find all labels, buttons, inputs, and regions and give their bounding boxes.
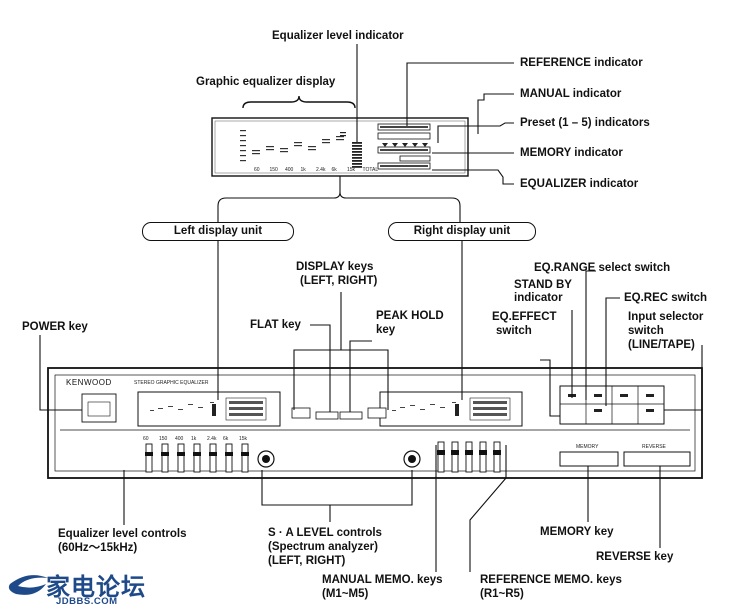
manual-memo-label: MANUAL MEMO. keys [322,574,443,586]
eq-slider[interactable] [161,443,169,473]
memo-key[interactable] [465,441,473,473]
memo-key[interactable] [479,441,487,473]
display-freq-label: 15k [347,167,356,173]
stand-by-sub: indicator [514,292,563,304]
equalizer-front-panel: KENWOOD STEREO GRAPHIC EQUALIZER [47,367,703,479]
eq-slider[interactable] [193,443,201,473]
memory-indicator-label: MEMORY indicator [520,147,623,159]
display-freq-label: 150 [270,167,279,173]
reverse-key-text: REVERSE [642,444,667,450]
equalizer-level-sliders[interactable]: 60 150 400 1k 2.4k 6k 15k [143,436,249,473]
eq-range-switch-label: EQ.RANGE select switch [534,262,671,274]
power-button[interactable] [81,393,117,423]
peak-hold-sub: key [376,324,396,336]
eq-freq-label: 15k [239,436,248,442]
model-text: STEREO GRAPHIC EQUALIZER [134,380,209,386]
sa-level-sub2: (LEFT, RIGHT) [268,555,346,567]
top-leader-lines [356,44,514,185]
manual-memo-sub: (M1~M5) [322,588,369,600]
eq-freq-label: 150 [159,436,168,442]
display-keys-sub: (LEFT, RIGHT) [300,275,378,287]
memo-key[interactable] [437,441,445,473]
input-selector-sub2: (LINE/TAPE) [628,339,695,351]
jdbbs-logo-swirl [8,575,48,595]
watermark-chinese: 家电论坛 [46,573,146,601]
panel-leader-lines [39,240,703,572]
preset-indicators-label: Preset (1 – 5) indicators [520,117,650,129]
eq-freq-label: 60 [143,436,149,442]
eq-freq-label: 2.4k [207,436,217,442]
display-brace [242,95,356,109]
center-key-row[interactable] [291,407,387,420]
peak-hold-label: PEAK HOLD [376,310,444,322]
eq-level-controls-label: Equalizer level controls [58,528,187,540]
watermark-english: JDBBS.COM [56,596,118,607]
graphic-eq-display-label: Graphic equalizer display [196,76,336,88]
eq-slider[interactable] [177,443,185,473]
display-freq-label: 1k [301,167,307,173]
flat-key-label: FLAT key [250,319,301,331]
display-freq-label: 2.4k [316,167,326,173]
eq-slider[interactable] [209,443,217,473]
reference-memo-label: REFERENCE MEMO. keys [480,574,622,586]
display-freq-label: 400 [285,167,294,173]
sa-level-label: S · A LEVEL controls [268,527,382,539]
eq-rec-switch-label: EQ.REC switch [624,292,708,304]
reference-indicator-label: REFERENCE indicator [520,57,643,69]
display-keys-label: DISPLAY keys [296,261,374,273]
sa-level-sub1: (Spectrum analyzer) [268,541,378,553]
display-freq-label: TOTAL [363,167,379,173]
display-freq-label: 60 [254,167,260,173]
eq-level-indicator-label: Equalizer level indicator [272,30,404,42]
brand-logo-text: KENWOOD [66,378,112,387]
memo-key[interactable] [493,441,501,473]
display-indicator-block [377,123,431,170]
eq-slider[interactable] [145,443,153,473]
eq-slider[interactable] [241,443,249,473]
left-display-unit-label: Left display unit [142,222,294,241]
input-selector-label: Input selector [628,311,704,323]
memory-key-label: MEMORY key [540,526,614,538]
memory-key[interactable] [559,451,619,467]
eq-level-controls-sub: (60Hz～15kHz) [58,542,138,554]
eq-freq-label: 1k [191,436,197,442]
manual-indicator-label: MANUAL indicator [520,88,622,100]
right-display-unit-label: Right display unit [388,222,536,241]
eq-freq-label: 6k [223,436,229,442]
eq-freq-label: 400 [175,436,184,442]
memo-key[interactable] [451,441,459,473]
eq-effect-sub: switch [496,325,532,337]
power-key-label: POWER key [22,321,88,333]
memory-key-text: MEMORY [576,444,599,450]
reference-memo-sub: (R1~R5) [480,588,524,600]
equalizer-indicator-label: EQUALIZER indicator [520,178,639,190]
graphic-equalizer-display: 60 150 400 1k 2.4k 6k 15k TOTAL [211,117,469,177]
input-selector-sub1: switch [628,325,664,337]
sa-level-knob-right[interactable] [403,450,421,468]
unit-leader-lines [217,176,461,222]
stand-by-label: STAND BY [514,279,572,291]
reverse-key[interactable] [623,451,691,467]
eq-slider[interactable] [225,443,233,473]
memo-key-row[interactable] [437,441,501,473]
display-freq-label: 6k [332,167,338,173]
reverse-key-label: REVERSE key [596,551,674,563]
eq-effect-label: EQ.EFFECT [492,311,557,323]
equalizer-level-bar [340,132,362,168]
sa-level-knob-left[interactable] [257,450,275,468]
